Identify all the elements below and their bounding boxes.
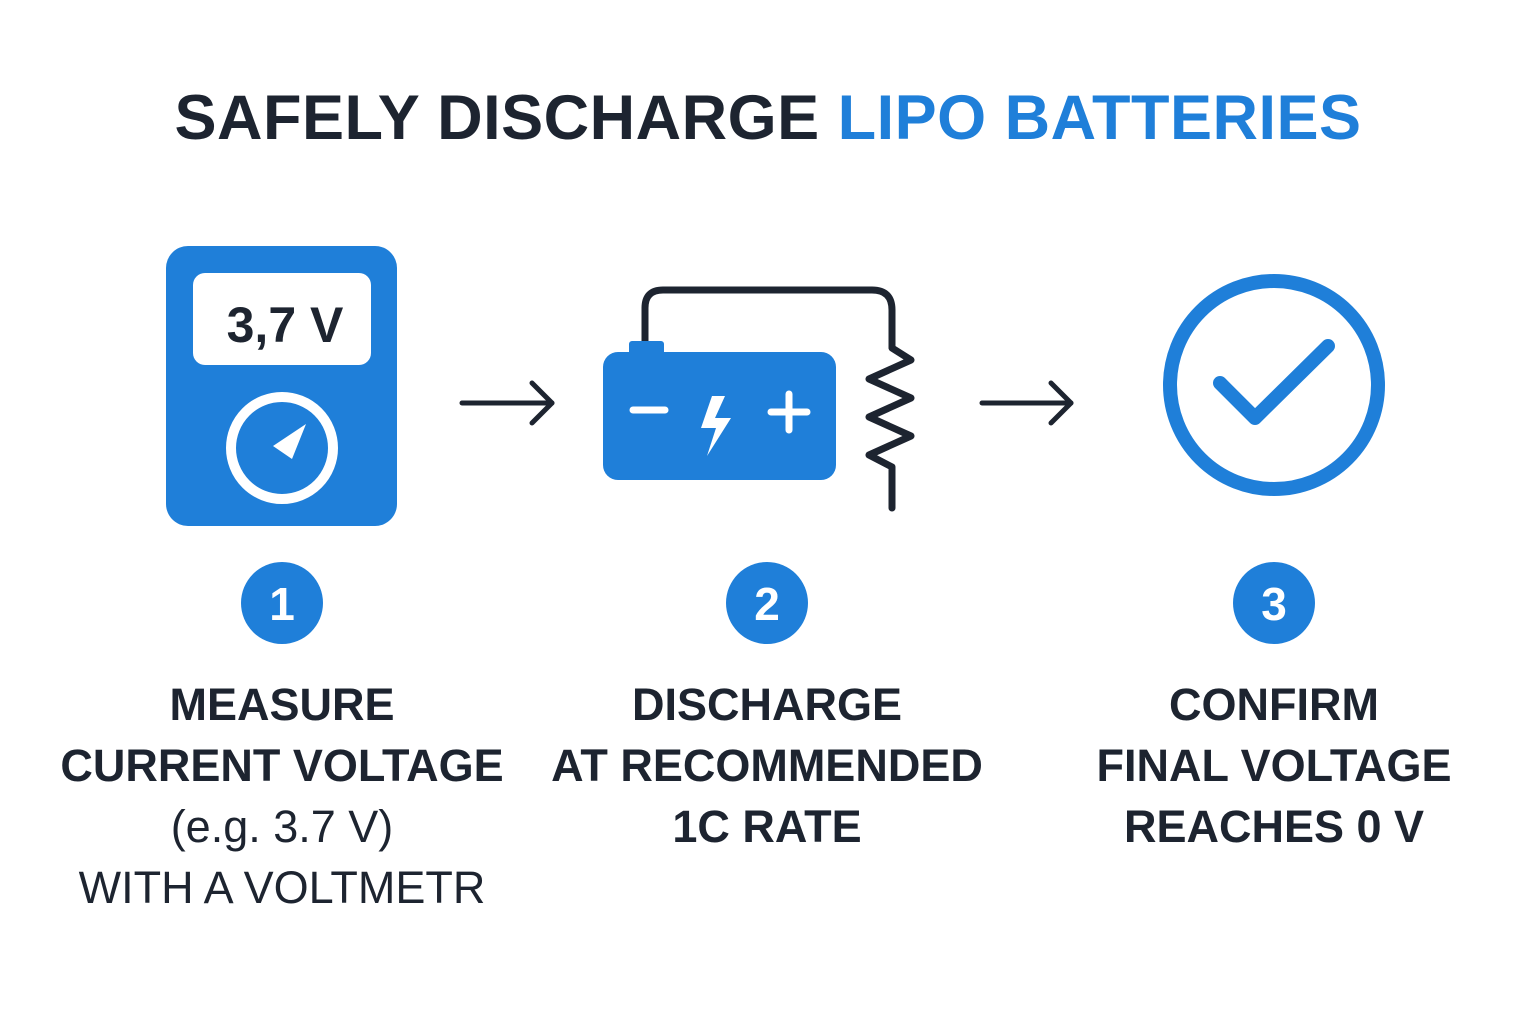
step-text-line: AT RECOMMENDED	[551, 740, 983, 791]
check-mark	[1213, 339, 1335, 425]
voltmeter-needle	[273, 424, 306, 459]
step-text-line: CURRENT VOLTAGE	[60, 740, 504, 791]
step-text-line: DISCHARGE	[631, 679, 903, 730]
battery-resistor-icon	[603, 286, 915, 512]
voltmeter-display	[193, 273, 371, 365]
title-part-accent: LIPO BATTERIES	[837, 83, 1362, 153]
step-2-description: DISCHARGE AT RECOMMENDED 1C RATE	[507, 674, 1027, 857]
lightning-icon	[701, 396, 731, 456]
voltmeter-dial	[226, 392, 338, 504]
battery-body	[603, 352, 836, 480]
step-text-line: WITH A VOLTMETR	[78, 862, 486, 913]
check-circle-icon	[1163, 274, 1385, 496]
step-badge-2: 2	[726, 562, 808, 644]
step-badge-3: 3	[1233, 562, 1315, 644]
wire	[641, 286, 896, 348]
step-number: 3	[1261, 578, 1287, 630]
step-text-line: (e.g. 3.7 V)	[170, 801, 394, 852]
step-text-line: FINAL VOLTAGE	[1096, 740, 1452, 791]
step-text-line: 1C RATE	[672, 801, 862, 852]
step-text-line: REACHES 0 V	[1123, 801, 1425, 852]
arrow-right-icon	[979, 380, 1074, 426]
arrow-right-icon	[459, 380, 555, 426]
step-text-line: CONFIRM	[1169, 679, 1379, 730]
resistor-zigzag	[865, 344, 915, 512]
step-badge-1: 1	[241, 562, 323, 644]
step-number: 2	[754, 578, 780, 630]
step-number: 1	[269, 578, 295, 630]
page-title: SAFELY DISCHARGE LIPO BATTERIES	[0, 82, 1536, 154]
voltmeter-icon: 3,7 V	[166, 246, 397, 526]
step-text-line: MEASURE	[169, 679, 395, 730]
title-part-dark: SAFELY DISCHARGE	[174, 83, 838, 153]
step-1-description: MEASURE CURRENT VOLTAGE (e.g. 3.7 V) WIT…	[22, 674, 542, 918]
voltmeter-reading: 3,7 V	[227, 297, 344, 353]
step-3-description: CONFIRM FINAL VOLTAGE REACHES 0 V	[1014, 674, 1534, 857]
check-circle-ring	[1163, 274, 1385, 496]
